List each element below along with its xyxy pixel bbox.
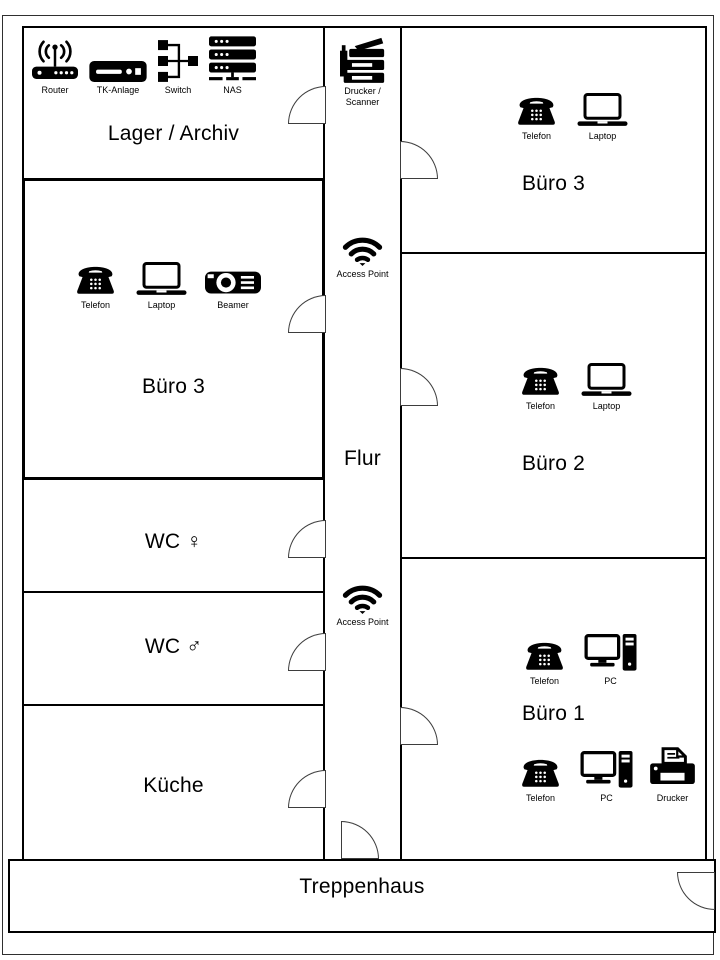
device-label: Router xyxy=(41,85,69,95)
device-telefon: Telefon xyxy=(73,261,118,311)
device-telefon: Telefon xyxy=(522,637,567,687)
room-label: Büro 3 xyxy=(521,172,586,195)
room-label: Lager / Archiv xyxy=(107,122,240,145)
device-label-line1: Drucker / xyxy=(344,86,381,96)
room-wc-damen: WC ♀ xyxy=(22,478,325,593)
room-buero-3-left: Telefon Laptop Beamer Büro 3 xyxy=(22,178,325,480)
pbx-icon xyxy=(89,61,147,82)
device-label: Access Point xyxy=(336,617,389,627)
device-label-line2: Scanner xyxy=(345,96,380,107)
room-lager-archiv: Router TK-Anlage Switch xyxy=(22,26,325,180)
device-label: TK-Anlage xyxy=(96,85,140,95)
device-nas: NAS xyxy=(209,36,256,96)
printer-scanner-icon xyxy=(339,36,386,83)
device-label: Telefon xyxy=(521,131,552,141)
room-label: Küche xyxy=(143,774,204,797)
device-telefon: Telefon xyxy=(518,754,563,804)
device-label: Laptop xyxy=(588,131,617,141)
device-label: Access Point xyxy=(336,269,389,279)
device-laptop: Laptop xyxy=(575,93,630,142)
telephone-icon xyxy=(518,754,563,790)
device-tk-anlage: TK-Anlage xyxy=(89,61,147,96)
wifi-icon xyxy=(341,236,384,266)
room-label: Flur xyxy=(344,447,381,470)
device-pc: PC xyxy=(583,634,638,687)
device-label: Telefon xyxy=(529,676,560,686)
device-label: Laptop xyxy=(147,300,176,310)
device-router: Router xyxy=(32,37,78,96)
desktop-pc-icon xyxy=(583,634,638,673)
room-label: Büro 3 xyxy=(141,375,206,398)
room-label: WC ♀ xyxy=(144,530,203,553)
device-label: Telefon xyxy=(525,401,556,411)
projector-icon xyxy=(205,269,261,297)
device-telefon: Telefon xyxy=(518,362,563,412)
device-pc: PC xyxy=(579,751,634,804)
device-label: Drucker xyxy=(656,793,689,803)
telephone-icon xyxy=(73,261,118,297)
device-laptop: Laptop xyxy=(134,262,189,311)
router-icon xyxy=(32,37,78,82)
device-group: Telefon PC Drucker xyxy=(518,747,695,804)
device-label: Telefon xyxy=(80,300,111,310)
device-label: Laptop xyxy=(592,401,621,411)
device-label: NAS xyxy=(223,85,242,95)
device-group: Telefon Laptop xyxy=(518,362,634,412)
room-label: WC ♂ xyxy=(144,635,203,658)
device-group: Telefon PC xyxy=(522,634,638,687)
telephone-icon xyxy=(522,637,567,673)
laptop-icon xyxy=(579,363,634,398)
room-buero-3-right: Telefon Laptop Büro 3 xyxy=(400,26,707,254)
telephone-icon xyxy=(518,362,563,398)
plan-outer-border xyxy=(2,15,714,955)
room-flur-corridor: Drucker / Scanner Access Point Flur Acce… xyxy=(323,26,402,861)
device-label: Beamer xyxy=(217,300,249,310)
laptop-icon xyxy=(575,93,630,128)
room-label: Treppenhaus xyxy=(299,875,425,898)
device-drucker-scanner: Drucker / Scanner xyxy=(325,36,400,108)
device-label: PC xyxy=(604,676,617,686)
device-telefon: Telefon xyxy=(514,92,559,142)
laptop-icon xyxy=(134,262,189,297)
device-beamer: Beamer xyxy=(205,269,261,311)
room-wc-herren: WC ♂ xyxy=(22,591,325,706)
printer-icon xyxy=(650,747,695,790)
network-switch-icon xyxy=(158,40,198,82)
room-label: Büro 1 xyxy=(521,702,586,725)
telephone-icon xyxy=(514,92,559,128)
room-kueche: Küche xyxy=(22,704,325,861)
nas-server-icon xyxy=(209,36,256,82)
device-laptop: Laptop xyxy=(579,363,634,412)
device-group: Telefon Laptop Beamer xyxy=(73,261,261,311)
room-treppenhaus: Treppenhaus xyxy=(8,859,716,933)
device-access-point-2: Access Point xyxy=(325,584,400,628)
device-label: Switch xyxy=(164,85,192,95)
room-label: Büro 2 xyxy=(521,452,586,475)
desktop-pc-icon xyxy=(579,751,634,790)
device-switch: Switch xyxy=(158,40,198,96)
room-buero-1: Telefon PC Büro 1 Telefon xyxy=(400,557,707,861)
device-label: Telefon xyxy=(525,793,556,803)
room-buero-2: Telefon Laptop Büro 2 xyxy=(400,252,707,559)
device-label: PC xyxy=(600,793,613,803)
device-access-point-1: Access Point xyxy=(325,236,400,280)
device-group: Telefon Laptop xyxy=(514,92,630,142)
device-group: Router TK-Anlage Switch xyxy=(32,36,256,96)
device-drucker: Drucker xyxy=(650,747,695,804)
wifi-icon xyxy=(341,584,384,614)
